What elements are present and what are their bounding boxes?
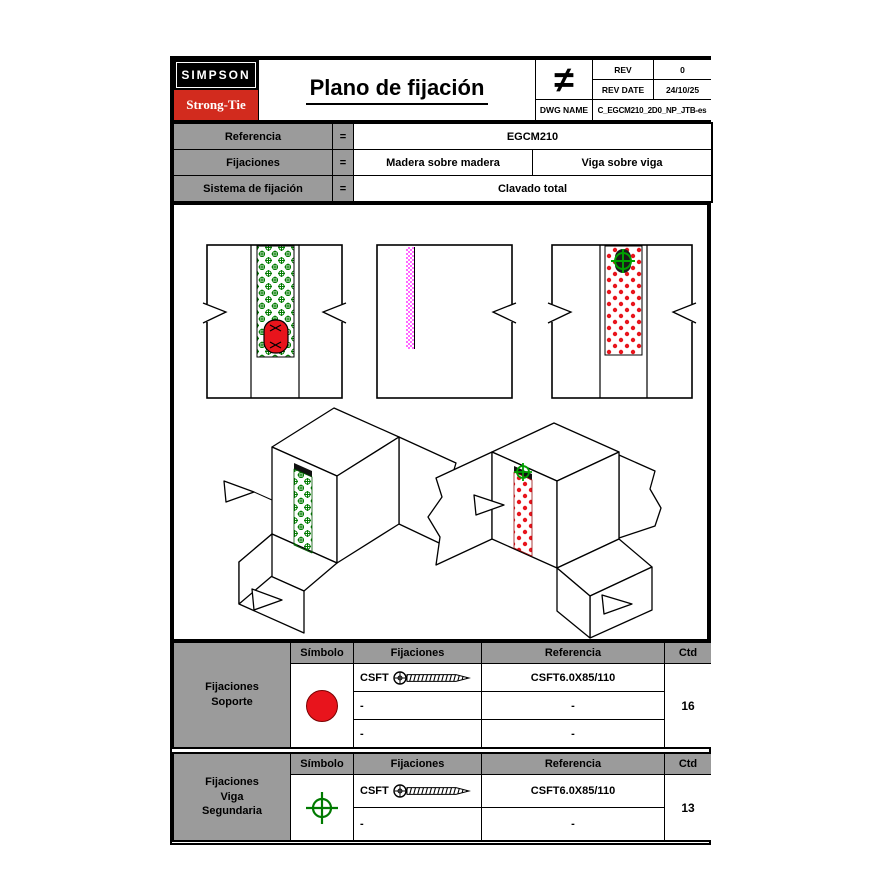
sheet-frame: SIMPSON Strong-Tie Plano de fijación ≠ R…: [170, 56, 713, 845]
page-title: Plano de fijación: [305, 75, 489, 105]
rev-value: 0: [654, 60, 711, 79]
green-crosshair-icon: [514, 463, 532, 481]
col-header-ctd: Ctd: [665, 643, 711, 663]
fixing-type-cell: CSFT: [354, 775, 481, 807]
fixing-ref-cell: CSFT6.0X85/110: [482, 664, 664, 691]
secondary-beam-fixings-table: Fijaciones Viga Segundaria Símbolo Fijac…: [172, 752, 711, 842]
view-3d-support: [223, 407, 465, 634]
fixing-ref-cell: -: [482, 692, 664, 719]
fixing-type-cell: -: [354, 720, 481, 747]
drawing-views: [202, 244, 697, 639]
col-header-referencia: Referencia: [482, 643, 664, 663]
support-group-label: Fijaciones Soporte: [174, 643, 290, 747]
support-symbol-cell: [291, 664, 353, 747]
green-crosshair-icon: [306, 791, 338, 824]
col-header-fijaciones: Fijaciones: [354, 754, 481, 774]
view-2d-secondary-nailing: [547, 244, 697, 399]
fijaciones-value-2: Viga sobre viga: [533, 150, 711, 175]
view-2d-support-nailing: [202, 244, 347, 399]
fixing-ref-cell: -: [482, 720, 664, 747]
company-logo: SIMPSON Strong-Tie: [174, 60, 258, 120]
col-header-simbolo: Símbolo: [291, 754, 353, 774]
referencia-label: Referencia: [174, 124, 332, 149]
fixing-type-cell: -: [354, 692, 481, 719]
strongtie-logo: Strong-Tie: [174, 90, 258, 120]
view-3d-secondary: [427, 422, 662, 639]
sistema-value: Clavado total: [354, 176, 711, 201]
dwg-name-value: C_EGCM210_2D0_NP_JTB-es: [593, 100, 711, 120]
dwg-name-label: DWG NAME: [536, 100, 592, 120]
logo-text-bottom: Strong-Tie: [186, 97, 246, 112]
col-header-simbolo: Símbolo: [291, 643, 353, 663]
title-block: SIMPSON Strong-Tie Plano de fijación ≠ R…: [172, 58, 711, 122]
fixing-ref-cell: -: [482, 808, 664, 840]
fijaciones-value-1: Madera sobre madera: [354, 150, 532, 175]
secondary-symbol-cell: [291, 775, 353, 840]
referencia-value: EGCM210: [354, 124, 711, 149]
fijaciones-label: Fijaciones: [174, 150, 332, 175]
reference-table: Referencia = EGCM210 Fijaciones = Madera…: [172, 122, 713, 203]
support-qty: 16: [665, 664, 711, 747]
fixing-type-cell: -: [354, 808, 481, 840]
red-circle-icon: [306, 689, 338, 722]
screw-icon: [393, 670, 471, 685]
green-crosshair-icon: [611, 249, 635, 273]
logo-text-top: SIMPSON: [181, 68, 251, 82]
equals-sign: =: [333, 124, 353, 149]
sistema-label: Sistema de fijación: [174, 176, 332, 201]
rev-date-value: 24/10/25: [654, 80, 711, 99]
secondary-group-label: Fijaciones Viga Segundaria: [174, 754, 290, 840]
screw-icon: [393, 784, 471, 798]
drawing-area: [172, 203, 709, 641]
fixing-label: CSFT: [360, 785, 389, 797]
fixing-ref-cell: CSFT6.0X85/110: [482, 775, 664, 807]
equals-sign: =: [333, 150, 353, 175]
col-header-referencia: Referencia: [482, 754, 664, 774]
fixing-label: CSFT: [360, 671, 389, 684]
rev-date-label: REV DATE: [593, 80, 653, 99]
secondary-qty: 13: [665, 775, 711, 840]
simpson-logo: SIMPSON: [174, 60, 258, 90]
fixing-type-cell: CSFT: [354, 664, 481, 691]
not-equal-symbol: ≠: [536, 60, 592, 99]
col-header-ctd: Ctd: [665, 754, 711, 774]
support-fixings-table: Fijaciones Soporte Símbolo Fijaciones Re…: [172, 641, 711, 749]
view-2d-joint-gap: [376, 244, 517, 399]
rev-label: REV: [593, 60, 653, 79]
col-header-fijaciones: Fijaciones: [354, 643, 481, 663]
equals-sign: =: [333, 176, 353, 201]
sheet-title: Plano de fijación: [259, 60, 535, 120]
not-equal-glyph: ≠: [554, 60, 574, 99]
